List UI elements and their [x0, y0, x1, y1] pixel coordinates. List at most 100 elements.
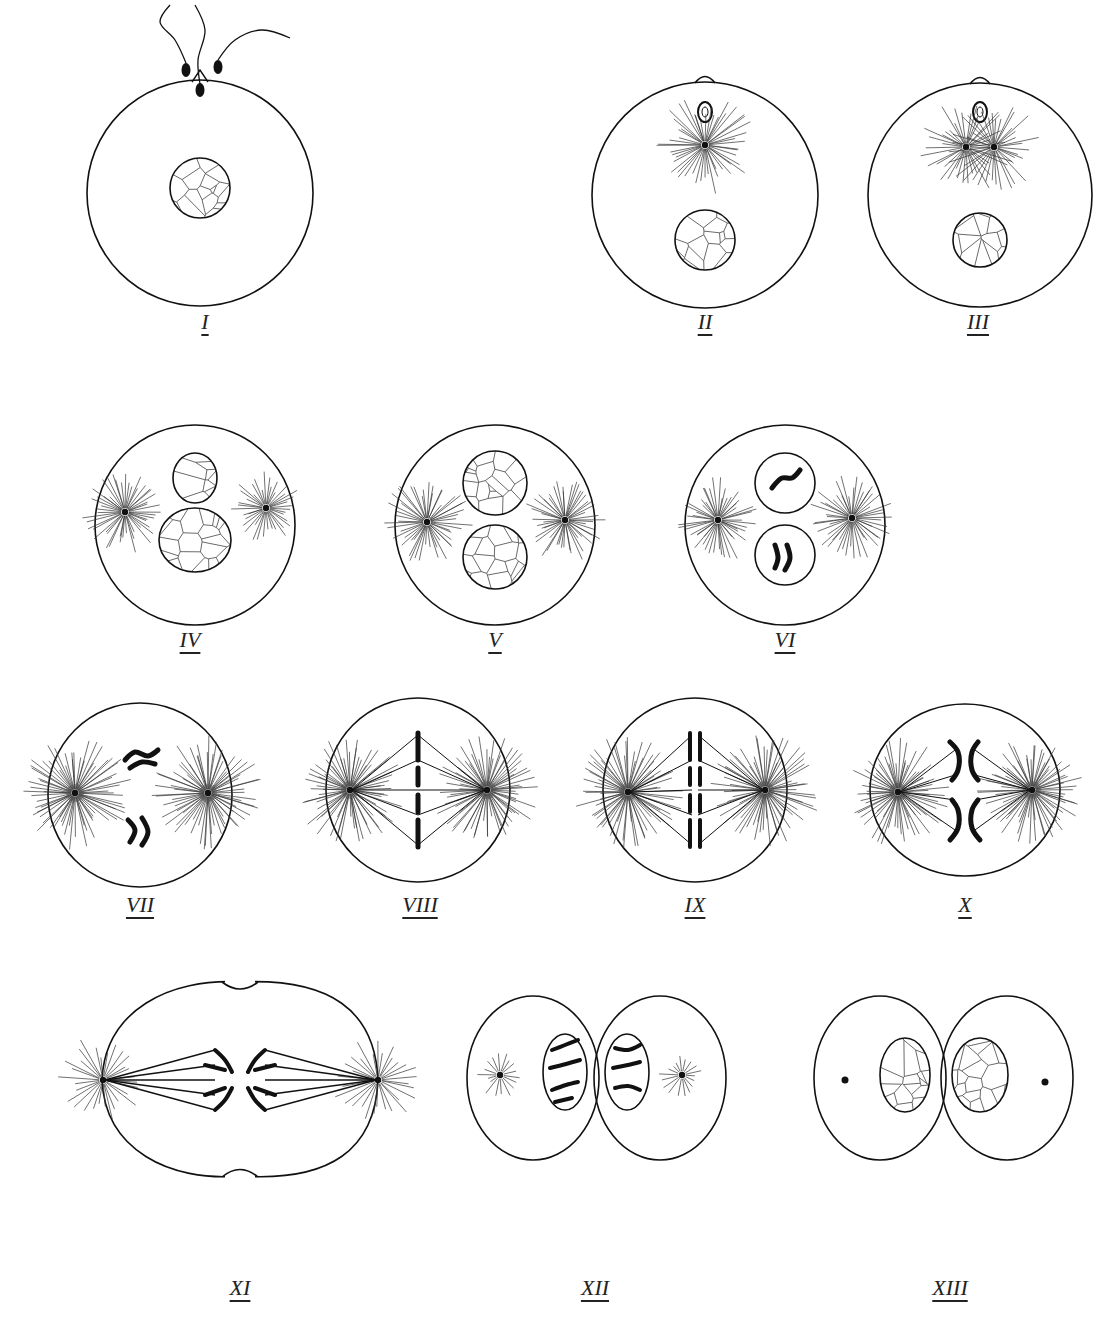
- chromosome: [555, 1098, 572, 1102]
- panel-number: III: [967, 309, 989, 335]
- spindle-fiber: [265, 1080, 376, 1110]
- spindle-fiber: [352, 790, 418, 845]
- chromosome: [205, 1065, 225, 1070]
- nucleus: [171, 451, 219, 505]
- chromosome: [205, 1088, 225, 1095]
- spindle-fiber: [265, 1079, 376, 1080]
- nucleus: [461, 449, 529, 517]
- spindle-fiber: [418, 735, 485, 790]
- spindle-fiber: [352, 790, 418, 815]
- spindle-fiber: [265, 1080, 376, 1095]
- aster: [678, 477, 756, 558]
- spindle-fiber: [418, 760, 485, 790]
- aster: [949, 108, 1039, 190]
- panel-number: V: [488, 627, 501, 653]
- nucleus: [755, 525, 815, 585]
- egg-cell: [870, 704, 1060, 876]
- panel-number: VII: [126, 892, 154, 918]
- egg-cell: [102, 982, 378, 1177]
- aster: [231, 472, 297, 540]
- spindle-fiber: [105, 1065, 215, 1080]
- aster: [576, 737, 683, 848]
- spindle-fiber: [698, 790, 763, 791]
- panel-number: XII: [581, 1275, 609, 1301]
- nucleus: [755, 453, 815, 513]
- chromosome: [775, 545, 778, 568]
- aster: [23, 741, 130, 850]
- aster: [477, 1053, 519, 1095]
- nucleus: [605, 1034, 649, 1110]
- chromosome: [550, 1060, 580, 1068]
- chromosome: [688, 733, 692, 760]
- sperm-head: [196, 83, 205, 97]
- aster: [921, 106, 1012, 188]
- aster: [437, 736, 537, 838]
- spindle-fiber: [698, 790, 763, 815]
- panel-number: XI: [230, 1275, 251, 1301]
- chromosome: [772, 470, 800, 488]
- spindle-fiber: [265, 1050, 376, 1080]
- panel-number: IX: [685, 892, 706, 918]
- fertilization-cone: [970, 78, 990, 85]
- sperm-head: [182, 63, 191, 77]
- chromosome: [698, 733, 702, 760]
- nucleus: [168, 156, 232, 220]
- panel-number: I: [201, 309, 208, 335]
- chromosome: [971, 742, 978, 780]
- aster: [657, 100, 751, 193]
- nucleus: [950, 1036, 1010, 1114]
- daughter-cell: [594, 996, 726, 1160]
- aster: [977, 743, 1082, 844]
- chromosome: [255, 1065, 275, 1070]
- chromosome: [416, 795, 421, 812]
- spindle-fiber: [352, 790, 418, 791]
- spindle-fiber: [630, 760, 692, 792]
- chromosome: [255, 1088, 275, 1095]
- chromosome: [950, 742, 959, 780]
- nucleus: [878, 1036, 932, 1114]
- chromosome: [971, 800, 980, 840]
- spindle-fiber: [105, 1080, 215, 1095]
- chromosome: [698, 768, 702, 785]
- panel-number: VIII: [402, 892, 437, 918]
- spindle-fiber: [105, 1079, 215, 1080]
- egg-cell: [395, 425, 595, 625]
- chromosome: [552, 1082, 578, 1090]
- nucleus: [951, 211, 1009, 269]
- spindle-fiber: [265, 1065, 376, 1080]
- spindle-fiber: [698, 735, 763, 790]
- egg-cell: [868, 83, 1092, 307]
- chromosome: [416, 733, 421, 760]
- aster: [659, 1056, 701, 1096]
- spindle-fiber: [352, 735, 418, 790]
- aster: [384, 482, 472, 560]
- spindle-fiber: [900, 792, 955, 830]
- spindle-fiber: [900, 775, 955, 792]
- chromosome: [215, 1088, 232, 1110]
- spindle-fiber: [105, 1050, 215, 1080]
- spindle-fiber: [698, 760, 763, 790]
- fertilization-cone: [695, 77, 715, 84]
- chromosome: [416, 768, 421, 785]
- spindle-fiber: [975, 775, 1030, 790]
- spindle-fiber: [418, 790, 485, 845]
- spindle-fiber: [352, 760, 418, 790]
- panel-number: II: [698, 309, 713, 335]
- daughter-cell: [814, 996, 946, 1160]
- spindle-fiber: [698, 790, 763, 845]
- spindle-fiber: [900, 750, 955, 792]
- aster: [526, 481, 605, 559]
- chromosome: [950, 800, 959, 840]
- egg-cell: [87, 80, 313, 306]
- spindle-fiber: [975, 790, 1030, 830]
- chromosome: [248, 1088, 265, 1110]
- spindle-fiber: [105, 1080, 215, 1110]
- panel-number: XIII: [932, 1275, 967, 1301]
- sperm-tail: [160, 5, 186, 63]
- chromosome: [552, 1040, 578, 1050]
- spindle-fiber: [630, 792, 692, 815]
- chromosome: [698, 820, 702, 847]
- chromosome: [142, 818, 148, 845]
- chromosome: [125, 750, 158, 760]
- chromosome: [128, 820, 135, 842]
